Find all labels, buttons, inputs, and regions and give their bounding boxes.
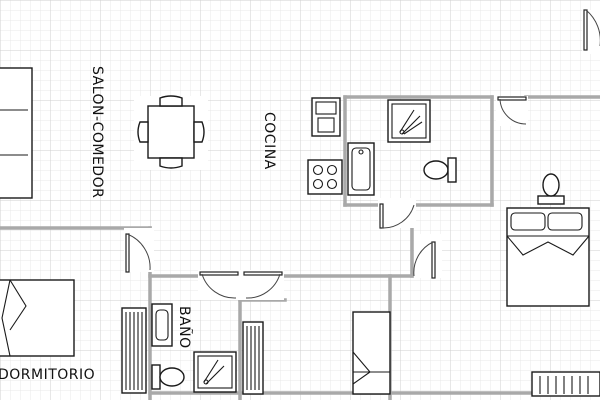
label-bedroom: DORMITORIO (0, 367, 95, 383)
chair-bottom (159, 157, 183, 169)
bath-sink (151, 303, 173, 347)
dining-table (134, 95, 208, 170)
chair-top (159, 95, 183, 107)
toilet-kitchen (423, 157, 457, 183)
bed-left (0, 279, 75, 357)
bath-shower (193, 351, 237, 393)
shower-tray (387, 99, 431, 143)
stove (307, 159, 343, 195)
door-wc-entry (496, 96, 528, 126)
toilet-wc (537, 173, 565, 205)
single-bed (352, 311, 391, 395)
sofa (0, 67, 33, 199)
door-top-right (582, 9, 600, 54)
doors (124, 9, 600, 300)
label-kitchen: COCINA (261, 112, 277, 170)
chair-right (193, 121, 205, 143)
kitchen-sink (311, 97, 341, 137)
bath-toilet (151, 364, 185, 390)
bathtub-kitchen (347, 142, 375, 196)
label-bathroom: BAÑO (176, 306, 193, 349)
chair-left (137, 121, 149, 143)
label-living-dining: SALON-COMEDOR (89, 66, 105, 198)
door-bath-2 (242, 270, 284, 300)
wardrobe-bottom-right (531, 371, 600, 397)
door-bath-1 (198, 270, 242, 300)
table-top (147, 105, 195, 159)
bath-closet-2 (242, 321, 264, 395)
closet-bath (121, 307, 147, 394)
door-kitchen (378, 198, 416, 229)
door-hall-right (413, 234, 442, 279)
door-living (124, 228, 154, 273)
double-bed (506, 207, 590, 307)
